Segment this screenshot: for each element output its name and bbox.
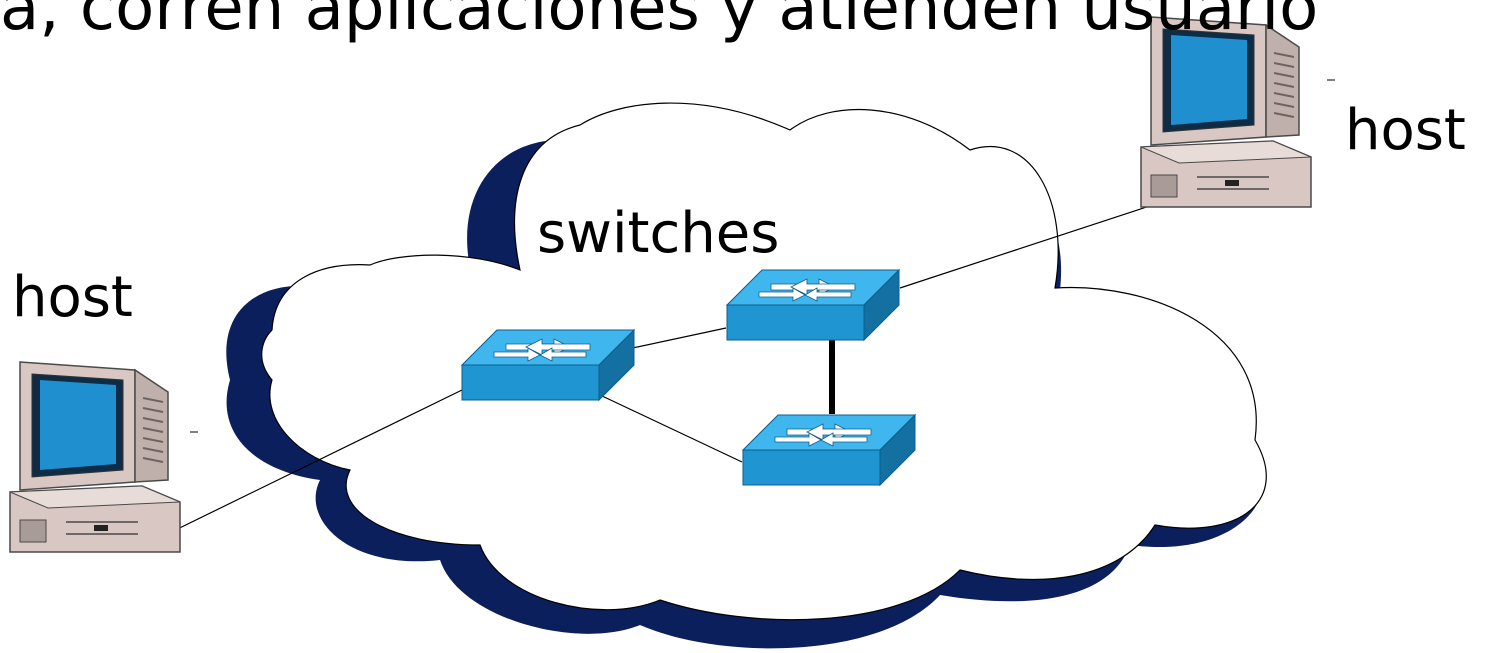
switch-top-icon	[726, 269, 900, 341]
host-left-computer-icon	[9, 361, 181, 553]
switches-label: switches	[537, 201, 780, 266]
host-right-label: host	[1345, 98, 1466, 163]
host-right-computer-icon	[1140, 16, 1312, 208]
cloud-body	[261, 102, 1267, 621]
header-text: a, corren aplicaciones y atienden usuari…	[0, 0, 1319, 45]
link-switch-left-to-switch-bottom	[599, 394, 743, 463]
switch-bottom-icon	[742, 414, 916, 486]
host-left-label: host	[12, 265, 133, 330]
switch-left-icon	[461, 329, 635, 401]
link-host-left-to-switch-left	[154, 389, 463, 541]
link-switch-top-to-host-right	[899, 195, 1181, 289]
